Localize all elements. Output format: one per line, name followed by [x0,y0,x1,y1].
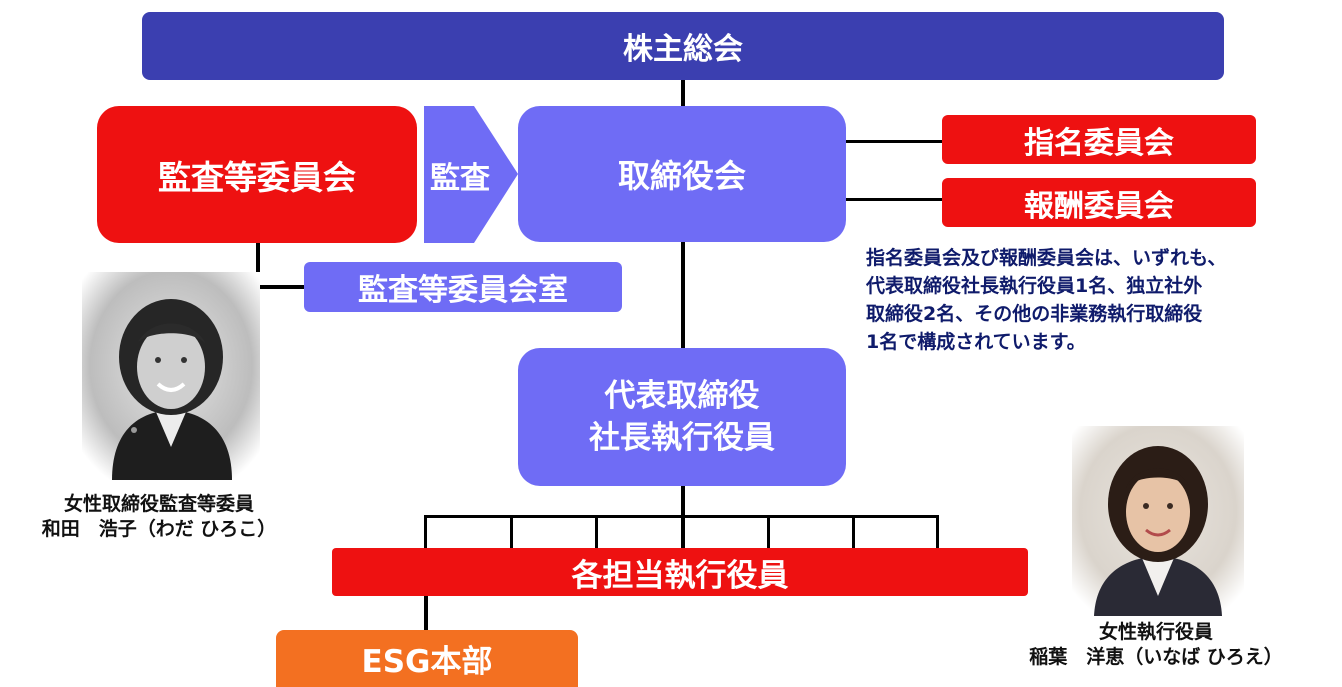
nomination-committee-box: 指名委員会 [942,115,1256,164]
audit-office-box: 監査等委員会室 [304,262,622,312]
connector-audit-office-h [256,285,306,289]
director-role: 女性取締役監査等委員 [63,493,254,515]
note-line: 取締役2名、その他の非業務執行取締役 [866,303,1203,325]
connector-board-committees-h [846,140,942,143]
note-line: 1名で構成されています。 [866,331,1086,353]
officer-name: 稲葉 洋恵（いなば ひろえ） [1029,646,1283,668]
note-line: 指名委員会及び報酬委員会は、いずれも、 [866,247,1227,269]
esg-division-label: ESG本部 [361,644,493,680]
connector-drop [936,515,939,549]
audit-arrow-label: 監査 [430,161,490,196]
connector-executives-bus [424,515,939,518]
connector-drop [595,515,598,549]
officer-caption: 女性執行役員 稲葉 洋恵（いなば ひろえ） [970,620,1342,670]
committee-composition-note: 指名委員会及び報酬委員会は、いずれも、 代表取締役社長執行役員1名、独立社外 取… [866,244,1336,356]
connector-drop [510,515,513,549]
audit-committee-box: 監査等委員会 [97,106,417,243]
connector-drop [852,515,855,549]
compensation-committee-label: 報酬委員会 [1024,188,1174,224]
audit-office-label: 監査等委員会室 [358,273,568,308]
connector-drop [424,515,427,549]
connector-shareholders-board [681,80,685,106]
connector-drop [767,515,770,549]
executive-officers-box: 各担当執行役員 [332,548,1028,596]
compensation-committee-box: 報酬委員会 [942,178,1256,227]
officer-photo [1072,426,1244,616]
shareholders-meeting-label: 株主総会 [623,32,743,67]
officer-role: 女性執行役員 [1098,621,1213,643]
audit-committee-label: 監査等委員会 [158,157,356,197]
esg-division-box: ESG本部 [276,630,578,687]
executive-officers-label: 各担当執行役員 [571,557,789,594]
connector-board-president [681,242,685,348]
connector-board-compensation [846,198,942,201]
board-of-directors-box: 取締役会 [518,106,846,242]
nomination-committee-label: 指名委員会 [1024,125,1174,161]
note-line: 代表取締役社長執行役員1名、独立社外 [866,275,1203,297]
connector-executives-esg [424,596,428,630]
audit-arrow [424,106,518,243]
president-box: 代表取締役 社長執行役員 [518,348,846,486]
president-label-line2: 社長執行役員 [589,420,775,456]
connector-audit-office-v [256,243,260,289]
director-photo [82,272,260,480]
president-label-line1: 代表取締役 [604,378,760,414]
board-of-directors-label: 取締役会 [617,157,746,195]
director-caption: 女性取締役監査等委員 和田 浩子（わだ ひろこ） [0,492,318,542]
shareholders-meeting-box: 株主総会 [142,12,1224,80]
director-name: 和田 浩子（わだ ひろこ） [41,518,277,540]
